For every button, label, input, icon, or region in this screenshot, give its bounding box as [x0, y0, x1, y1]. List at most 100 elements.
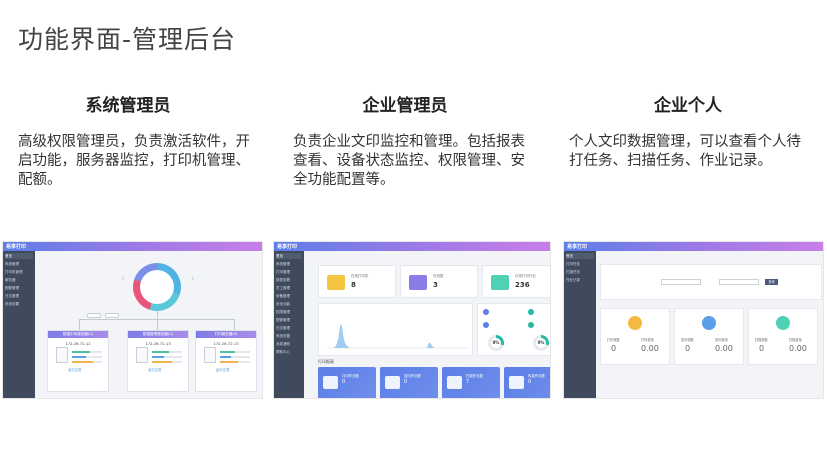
tile-label: 复印作业数: [404, 374, 421, 378]
app-logo: 易享打印: [6, 244, 27, 250]
sidebar-item[interactable]: 安全功能: [276, 302, 290, 306]
sidebar-item[interactable]: 员工管理: [276, 286, 290, 290]
app-content: 在线打印机 8 在线数 3 在线打印作业 236 0% 0%: [304, 251, 550, 398]
stat-label: 在线数: [433, 274, 444, 278]
sidebar-item[interactable]: 打印机管理: [5, 270, 23, 274]
usage-bar: [220, 351, 250, 353]
enterprise-screenshot: 易享打印 首页 系统管理 打印管理 报表查看 员工管理 设备管理 安全功能 权限…: [273, 241, 551, 399]
sidebar-item[interactable]: 配额管理: [5, 286, 19, 290]
document-icon: [491, 275, 509, 290]
report-tile[interactable]: 打印作业数 0: [318, 367, 376, 398]
usage-bar: [72, 361, 102, 363]
app-sidebar: 首页 系统管理 打印管理 报表查看 员工管理 设备管理 安全功能 权限管理 配额…: [274, 251, 304, 398]
toggle-pill[interactable]: [87, 313, 101, 318]
user-icon: [483, 322, 489, 328]
sidebar-item[interactable]: 系统设置: [5, 302, 19, 306]
sidebar-item[interactable]: 日志管理: [276, 326, 290, 330]
trend-chart-svg: [327, 324, 469, 349]
metric-label: 打印费用: [641, 338, 654, 342]
server-card[interactable]: 打印服务器(0) 172.26.72.13 运行正常: [195, 330, 257, 392]
sidebar-item[interactable]: 打印任务: [566, 262, 580, 266]
stat-card[interactable]: 在线数 3: [400, 265, 478, 298]
sidebar-item[interactable]: 权限管理: [276, 310, 290, 314]
desc-sysadmin: 高级权限管理员，负责激活软件，开启功能，服务器监控，打印机管理、配额。: [18, 134, 250, 188]
end-date-field[interactable]: [719, 279, 759, 285]
sidebar-item[interactable]: 报表查看: [276, 278, 290, 282]
stat-value: 236: [515, 281, 530, 289]
scan-icon: [447, 376, 462, 389]
desc-personal: 个人文印数据管理，可以查看个人待打任务、扫描任务、作业记录。: [569, 134, 801, 169]
stat-label: 在线打印作业: [515, 274, 536, 278]
sidebar-item[interactable]: 设备管理: [276, 294, 290, 298]
donut-value: 0%: [537, 340, 545, 345]
device-status-panel: 0% 0%: [477, 303, 550, 356]
tile-value: 0: [404, 379, 408, 385]
metric-value: 0.00: [641, 344, 659, 353]
sidebar-item[interactable]: 首页: [566, 253, 594, 259]
tile-value: 7: [466, 379, 470, 385]
chevron-left-icon[interactable]: ‹: [121, 274, 125, 284]
device-icon: [528, 322, 534, 328]
sidebar-item[interactable]: 配额管理: [276, 318, 290, 322]
page-title: 功能界面-管理后台: [18, 25, 237, 54]
stat-value: 8: [351, 281, 356, 289]
sidebar-item[interactable]: 扫描任务: [566, 270, 580, 274]
connector: [157, 311, 158, 319]
sidebar-item[interactable]: 系统管理: [5, 262, 19, 266]
print-icon: [323, 376, 338, 389]
metric-label: 打印张数: [607, 338, 620, 342]
report-tile[interactable]: 复印作业数 0: [380, 367, 438, 398]
server-ip: 172.26.72.12: [65, 341, 91, 346]
server-icon: [56, 347, 68, 363]
search-panel: 查询: [600, 264, 822, 300]
copy-icon: [702, 316, 716, 330]
sidebar-item[interactable]: 首页: [276, 253, 302, 259]
app-content: 数据中转服务器(0) 172.26.72.12 运行正常 ‹ 数据管理服务器(0…: [35, 251, 262, 398]
sidebar-item[interactable]: 帮助中心: [276, 350, 290, 354]
stat-card[interactable]: 在线打印机 8: [318, 265, 396, 298]
copy-icon: [385, 376, 400, 389]
device-icon: [528, 309, 534, 315]
metric-label: 扫描费用: [789, 338, 802, 342]
sidebar-item[interactable]: 作业记录: [566, 278, 580, 282]
server-status: 运行正常: [216, 368, 230, 372]
metric-label: 复印张数: [681, 338, 694, 342]
server-status: 运行正常: [148, 368, 162, 372]
server-card[interactable]: 数据管理服务器(0) 172.26.72.13 运行正常: [127, 330, 189, 392]
usage-bar: [220, 361, 250, 363]
report-tile[interactable]: 扫描作业数 7: [442, 367, 500, 398]
sidebar-item[interactable]: 系统设置: [276, 334, 290, 338]
toggle-pill[interactable]: [105, 313, 119, 318]
sidebar-item[interactable]: 日志管理: [5, 294, 19, 298]
stat-label: 在线打印机: [351, 274, 369, 278]
report-tile[interactable]: 传真作业数 0: [504, 367, 550, 398]
usage-bar: [152, 356, 182, 358]
personal-screenshot: 易享打印 首页 打印任务 扫描任务 作业记录 查询 打印张数 打印费用 0 0.…: [563, 241, 824, 399]
search-button[interactable]: 查询: [765, 279, 778, 285]
sidebar-item[interactable]: 系统管理: [276, 262, 290, 266]
status-ring: [133, 263, 181, 311]
app-sidebar: 首页 系统管理 打印机管理 服务器 配额管理 日志管理 系统设置: [3, 251, 35, 398]
server-ip: 172.26.72.13: [145, 341, 171, 346]
app-logo: 易享打印: [567, 244, 588, 250]
metric-label: 扫描张数: [755, 338, 768, 342]
sidebar-item[interactable]: 打印管理: [276, 270, 290, 274]
usage-bar: [152, 351, 182, 353]
metric-value: 0.00: [715, 344, 733, 353]
server-card-title: 数据中转服务器(0): [48, 331, 108, 338]
server-card-title: 数据管理服务器(0): [128, 331, 188, 338]
desc-enterprise: 负责企业文印监控和管理。包括报表查看、设备状态监控、权限管理、安全功能配置等。: [293, 134, 525, 188]
start-date-field[interactable]: [661, 279, 701, 285]
sidebar-item[interactable]: 服务器: [5, 278, 16, 282]
app-topbar: 易享打印: [3, 242, 262, 251]
sidebar-item[interactable]: 消息通知: [276, 342, 290, 346]
stat-value: 3: [433, 281, 438, 289]
metric-card: 复印张数 复印费用 0 0.00: [674, 308, 744, 365]
server-card[interactable]: 数据中转服务器(0) 172.26.72.12 运行正常: [47, 330, 109, 392]
metric-value: 0: [759, 344, 765, 353]
sidebar-item[interactable]: 首页: [5, 253, 33, 259]
stat-card[interactable]: 在线打印作业 236: [482, 265, 550, 298]
chevron-right-icon[interactable]: ›: [191, 274, 195, 284]
print-icon: [628, 316, 642, 330]
tile-value: 0: [528, 379, 532, 385]
